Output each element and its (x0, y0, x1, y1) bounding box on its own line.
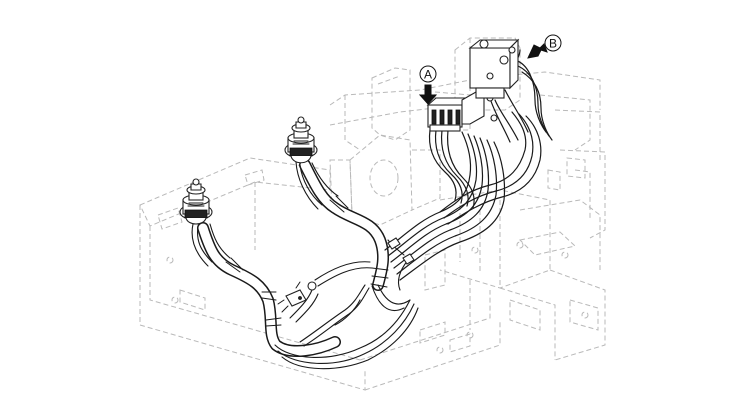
callout-b: B (527, 34, 562, 59)
callout-b-arrow-icon (527, 43, 548, 59)
hose-junction (277, 237, 415, 313)
callout-a-arrow-icon (418, 84, 438, 105)
callout-b-circle (544, 34, 562, 52)
upper-valve-block (468, 38, 520, 99)
hose-bundle-center (295, 159, 411, 326)
left-control-valve (179, 178, 213, 225)
right-control-valve (284, 116, 318, 164)
callout-a-label: A (424, 68, 432, 82)
hose-bundle-left (191, 222, 419, 370)
hose-bundle-right (384, 49, 553, 291)
callout-a: A (418, 65, 438, 105)
callout-b-label: B (549, 37, 557, 51)
callout-a-circle (419, 65, 437, 83)
